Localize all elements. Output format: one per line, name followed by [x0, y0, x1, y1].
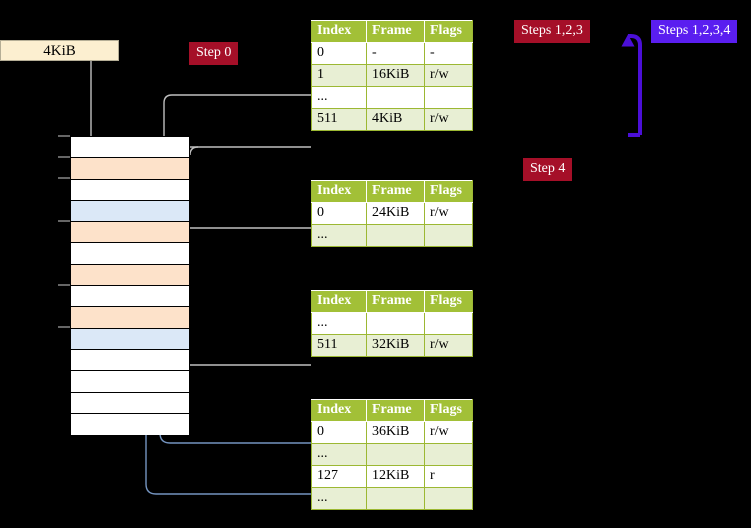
cell-flags [424, 86, 473, 109]
cell-index: 511 [311, 334, 367, 357]
cell-flags: r/w [424, 64, 473, 87]
table-row: 0 24KiB r/w [311, 202, 473, 225]
cell-index: ... [311, 224, 367, 247]
steps-123-label: Steps 1,2,3 [521, 23, 583, 38]
table-row: 1 16KiB r/w [311, 64, 473, 87]
memory-cell [71, 243, 189, 265]
step-4-label: Step 4 [530, 161, 566, 176]
cell-index: ... [311, 312, 367, 335]
column-header-flags: Flags [424, 180, 473, 203]
memory-cell [71, 392, 189, 414]
steps-123-badge: Steps 1,2,3 [514, 20, 590, 43]
cell-frame: 12KiB [366, 465, 425, 488]
cell-index: 511 [311, 108, 367, 131]
column-header-flags: Flags [424, 20, 473, 43]
table-header-row: Index Frame Flags [311, 20, 473, 43]
cell-index: ... [311, 443, 367, 466]
cell-frame: 36KiB [366, 421, 425, 444]
physical-memory-column [70, 136, 190, 436]
cell-flags: r [424, 465, 473, 488]
memory-cell [71, 286, 189, 308]
size-label-box: 4KiB [0, 40, 119, 61]
memory-cell [71, 179, 189, 201]
step-0-label: Step 0 [196, 45, 232, 60]
memory-cell [71, 222, 189, 244]
cell-index: ... [311, 86, 367, 109]
table-row-highlighted: 511 4KiB r/w [311, 108, 473, 131]
column-header-frame: Frame [366, 399, 425, 422]
column-header-flags: Flags [424, 290, 473, 313]
cell-frame: - [366, 42, 425, 65]
cell-frame: 32KiB [366, 334, 425, 357]
column-header-index: Index [311, 290, 367, 313]
memory-cell [71, 264, 189, 287]
table-header-row: Index Frame Flags [311, 180, 473, 203]
cell-frame [366, 86, 425, 109]
page-table-level-2: Index Frame Flags ... 511 32KiB r/w [311, 290, 473, 357]
column-header-flags: Flags [424, 399, 473, 422]
table-row: ... [311, 224, 473, 247]
page-table-level-3: Index Frame Flags 0 24KiB r/w ... [311, 180, 473, 247]
column-header-index: Index [311, 20, 367, 43]
table-header-row: Index Frame Flags [311, 290, 473, 313]
cell-index: 0 [311, 421, 367, 444]
cell-flags: r/w [424, 421, 473, 444]
cell-index: 0 [311, 42, 367, 65]
cell-index: 0 [311, 202, 367, 225]
memory-cell [71, 307, 189, 329]
steps-1234-label: Steps 1,2,3,4 [658, 23, 731, 38]
table-row: 0 36KiB r/w [311, 421, 473, 444]
cell-frame [366, 312, 425, 335]
step-4-badge: Step 4 [523, 158, 573, 181]
size-label-text: 4KiB [43, 43, 76, 59]
cell-frame [366, 443, 425, 466]
cell-index: ... [311, 487, 367, 510]
cell-flags [424, 487, 473, 510]
column-header-index: Index [311, 180, 367, 203]
cell-frame: 24KiB [366, 202, 425, 225]
cell-flags [424, 224, 473, 247]
page-table-level-1: Index Frame Flags 0 36KiB r/w ... 127 12… [311, 399, 473, 510]
memory-cell [71, 200, 189, 223]
table-row: ... [311, 487, 473, 510]
cell-flags: r/w [424, 334, 473, 357]
memory-cell [71, 371, 189, 393]
table-header-row: Index Frame Flags [311, 399, 473, 422]
step-0-badge: Step 0 [189, 42, 239, 65]
cell-flags [424, 312, 473, 335]
column-header-frame: Frame [366, 20, 425, 43]
table-row: ... [311, 443, 473, 466]
cell-frame [366, 224, 425, 247]
cell-frame [366, 487, 425, 510]
memory-cell [71, 137, 189, 159]
memory-cell [71, 328, 189, 350]
cell-flags [424, 443, 473, 466]
table-row: ... [311, 312, 473, 335]
cell-flags: r/w [424, 202, 473, 225]
table-row: 127 12KiB r [311, 465, 473, 488]
memory-cell [71, 158, 189, 180]
cell-frame: 16KiB [366, 64, 425, 87]
cell-flags: r/w [424, 108, 473, 131]
cell-frame: 4KiB [366, 108, 425, 131]
column-header-frame: Frame [366, 290, 425, 313]
memory-cell [71, 413, 189, 436]
cell-index: 127 [311, 465, 367, 488]
cell-index: 1 [311, 64, 367, 87]
column-header-frame: Frame [366, 180, 425, 203]
column-header-index: Index [311, 399, 367, 422]
table-row: 0 - - [311, 42, 473, 65]
page-table-level-4: Index Frame Flags 0 - - 1 16KiB r/w ... … [311, 20, 473, 131]
table-row: 511 32KiB r/w [311, 334, 473, 357]
cell-flags: - [424, 42, 473, 65]
table-row: ... [311, 86, 473, 109]
steps-1234-badge: Steps 1,2,3,4 [651, 20, 738, 43]
memory-cell [71, 349, 189, 372]
